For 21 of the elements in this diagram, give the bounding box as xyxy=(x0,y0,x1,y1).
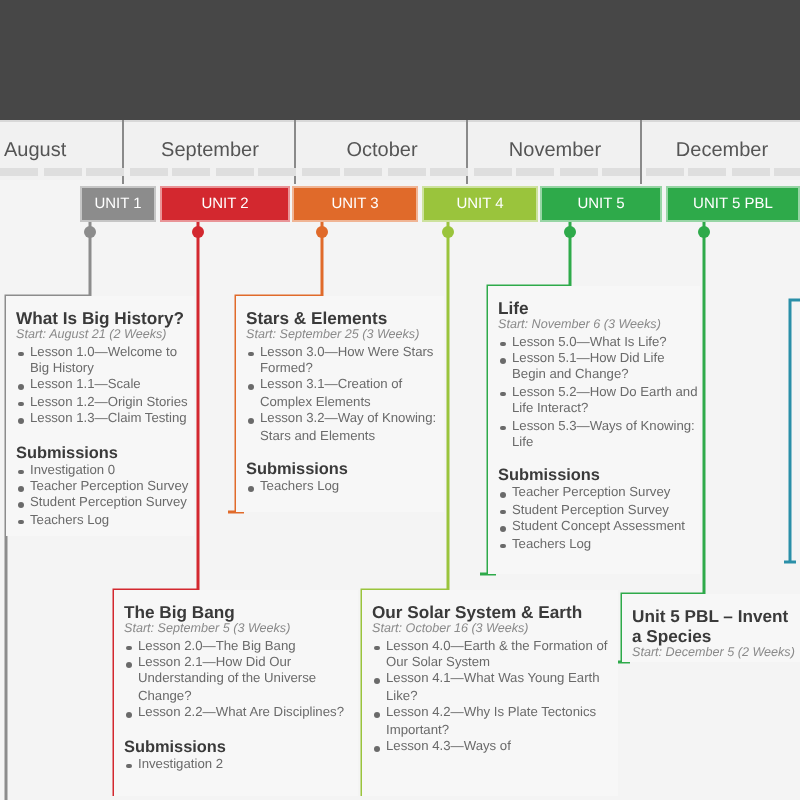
submissions-section xyxy=(16,443,194,531)
card-heading: The Big Bang xyxy=(124,602,237,622)
card-heading: What Is Big History? xyxy=(16,308,187,328)
card-heading: Stars & Elements xyxy=(246,308,390,328)
month-label: August xyxy=(2,137,67,165)
month-label: September xyxy=(159,137,259,165)
section-heading: Submissions xyxy=(498,466,602,486)
timeline-connector xyxy=(360,222,454,796)
month-label: November xyxy=(506,137,602,165)
timeline-connector xyxy=(112,222,204,796)
section-heading: Submissions xyxy=(246,460,350,480)
section-heading: Submissions xyxy=(124,737,228,758)
timeline-connector xyxy=(4,222,96,536)
timeline-connector xyxy=(226,222,328,514)
month-label: December xyxy=(673,137,769,165)
timeline-connector xyxy=(478,222,576,576)
month-label: October xyxy=(344,137,418,165)
card-heading: Life xyxy=(498,298,531,318)
section-heading: Submissions xyxy=(16,443,120,464)
card-heading: Our Solar System & Earth xyxy=(372,602,585,622)
card-heading: Unit 5 PBL – Invent a Species xyxy=(632,606,791,646)
